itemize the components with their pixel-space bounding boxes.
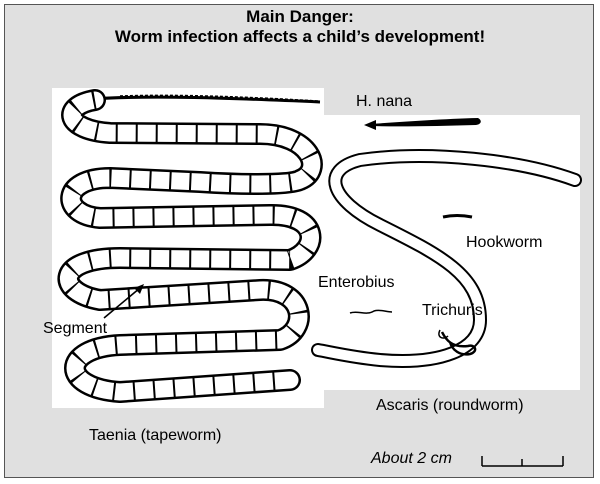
label-trichuris: Trichuris (422, 302, 483, 320)
label-enterobius: Enterobius (318, 274, 395, 292)
label-hookworm: Hookworm (466, 234, 542, 252)
label-segment: Segment (43, 320, 107, 338)
scale-bar (482, 456, 563, 466)
label-ascaris: Ascaris (roundworm) (376, 397, 524, 415)
label-scale: About 2 cm (371, 450, 452, 468)
label-h-nana: H. nana (356, 93, 412, 111)
hookworm-drawing (443, 216, 472, 218)
label-taenia: Taenia (tapeworm) (89, 427, 222, 445)
